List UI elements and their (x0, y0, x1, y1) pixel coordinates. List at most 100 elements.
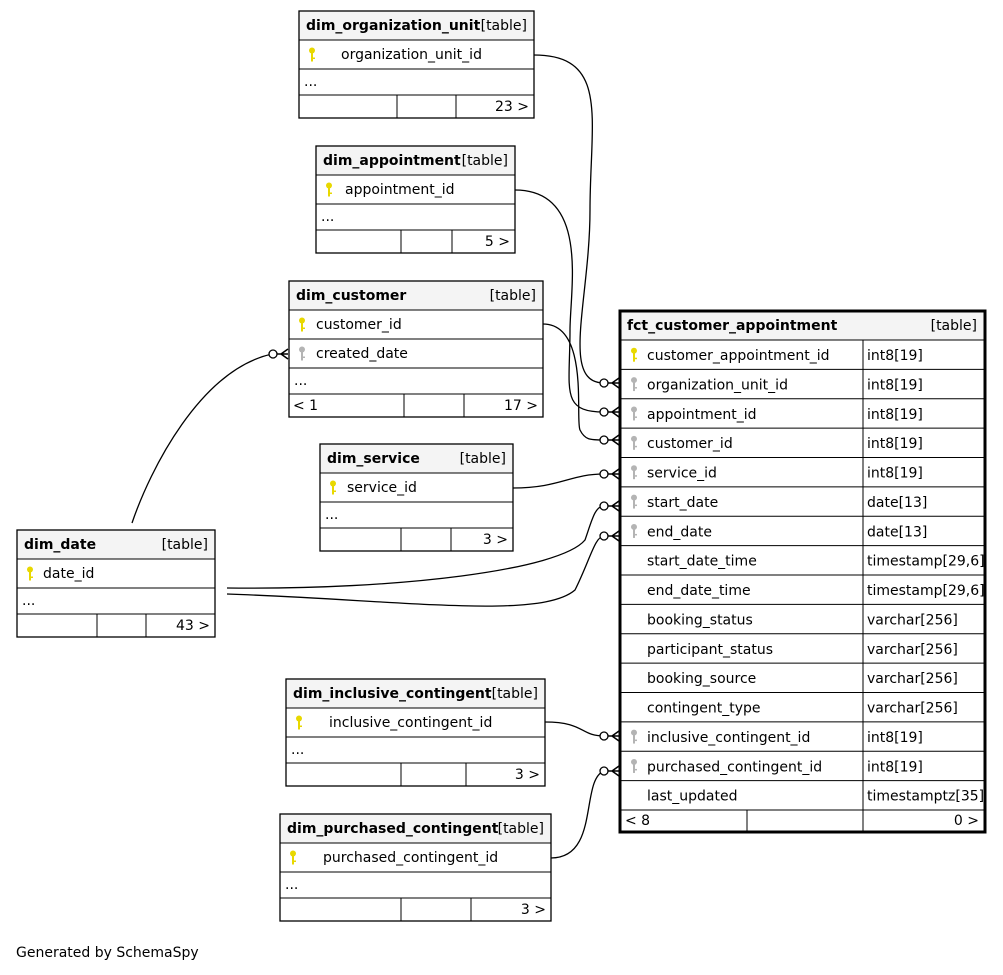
table-name: dim_purchased_contingent (287, 821, 499, 837)
many-optional-marker (599, 765, 620, 777)
more-columns-ellipsis: ... (325, 507, 338, 523)
column-name: organization_unit_id (647, 377, 788, 393)
more-columns-ellipsis: ... (294, 373, 307, 389)
column-name: purchased_contingent_id (647, 759, 822, 775)
more-columns-ellipsis: ... (304, 74, 317, 90)
column-type: varchar[256] (867, 701, 958, 717)
table-dim-purchased-contingent[interactable]: dim_purchased_contingent[table]purchased… (279, 813, 552, 922)
edge-inclusive-contingent (544, 721, 605, 737)
column-type: int8[19] (867, 377, 923, 393)
column-name: date_id (43, 566, 94, 582)
column-name: customer_id (316, 317, 402, 333)
tables-layer: dim_organization_unit[table]organization… (16, 10, 987, 922)
foreign-key-icon (631, 406, 637, 421)
table-dim-service[interactable]: dim_service[table]service_id...3 > (319, 443, 514, 552)
column-name: inclusive_contingent_id (329, 715, 492, 731)
children-count: 3 > (515, 767, 540, 783)
parents-count: < 8 (625, 813, 650, 829)
column-name: last_updated (647, 789, 737, 805)
foreign-key-icon (631, 758, 637, 773)
many-optional-marker (599, 434, 620, 446)
column-name: organization_unit_id (341, 47, 482, 63)
edge-date-end (226, 535, 605, 607)
table-name: dim_appointment (323, 153, 461, 169)
column-type: varchar[256] (867, 642, 958, 658)
primary-key-icon (299, 317, 305, 332)
edge-appointment (514, 189, 605, 413)
edge-service (512, 473, 605, 489)
column-type: int8[19] (867, 436, 923, 452)
primary-key-icon (290, 850, 296, 865)
table-name: dim_customer (296, 288, 406, 304)
table-kind-label: [table] (460, 451, 506, 467)
table-kind-label: [table] (931, 318, 977, 334)
primary-key-icon (326, 182, 332, 197)
many-optional-marker (599, 730, 620, 742)
primary-key-icon (309, 47, 315, 62)
column-name: contingent_type (647, 701, 761, 717)
children-count: 3 > (521, 902, 546, 918)
column-name: purchased_contingent_id (323, 850, 498, 866)
column-name: end_date (647, 524, 712, 540)
table-dim-customer[interactable]: dim_customer [table] customer_id created_da… (288, 280, 544, 418)
table-name: dim_service (327, 451, 420, 467)
more-columns-ellipsis: ... (291, 742, 304, 758)
column-name: start_date_time (647, 554, 757, 570)
column-type: int8[19] (867, 407, 923, 423)
table-dim-organization-unit[interactable]: dim_organization_unit[table] organization… (298, 10, 535, 119)
table-kind-label: [table] (462, 153, 508, 169)
column-name: appointment_id (345, 182, 455, 198)
column-name: service_id (347, 480, 417, 496)
more-columns-ellipsis: ... (321, 209, 334, 225)
foreign-key-icon (631, 494, 637, 509)
edge-purchased-contingent (550, 770, 605, 859)
table-kind-label: [table] (162, 537, 208, 553)
relationship-edges (131, 54, 620, 859)
column-type: timestamp[29,6] (867, 554, 985, 570)
table-name: dim_organization_unit (306, 18, 481, 34)
column-name: end_date_time (647, 583, 751, 599)
foreign-key-icon (631, 729, 637, 744)
column-type: int8[19] (867, 348, 923, 364)
column-name: created_date (316, 346, 408, 362)
children-count: 0 > (954, 813, 979, 829)
column-type: int8[19] (867, 466, 923, 482)
column-type: varchar[256] (867, 612, 958, 628)
column-name: inclusive_contingent_id (647, 730, 810, 746)
children-count: 17 > (504, 398, 538, 414)
table-kind-label: [table] (498, 821, 544, 837)
many-optional-marker (599, 468, 620, 480)
table-dim-date[interactable]: dim_date[table]date_id...43 > (16, 529, 216, 638)
column-type: date[13] (867, 495, 927, 511)
table-fct-customer-appointment[interactable]: fct_customer_appointment [table] customer_… (618, 309, 987, 834)
primary-key-icon (296, 715, 302, 730)
column-name: booking_source (647, 671, 756, 687)
children-count: 23 > (495, 99, 529, 115)
many-optional-marker (599, 406, 620, 418)
edge-customer (542, 323, 605, 441)
table-dim-inclusive-contingent[interactable]: dim_inclusive_contingent[table]inclusive… (285, 678, 546, 787)
many-optional-marker (599, 530, 620, 542)
children-count: 5 > (485, 234, 510, 250)
column-type: varchar[256] (867, 671, 958, 687)
column-name: participant_status (647, 642, 773, 658)
table-dim-appointment[interactable]: dim_appointment[table] appointment_id... 5… (315, 145, 516, 254)
parents-count: < 1 (293, 398, 318, 414)
more-columns-ellipsis: ... (285, 877, 298, 893)
table-name: dim_inclusive_contingent (293, 686, 492, 702)
column-type: int8[19] (867, 730, 923, 746)
column-name: customer_appointment_id (647, 348, 830, 364)
table-name: fct_customer_appointment (627, 318, 838, 334)
foreign-key-icon (299, 346, 305, 361)
edge-organization-unit (533, 54, 605, 384)
foreign-key-icon (631, 523, 637, 538)
many-optional-marker (599, 500, 620, 512)
table-kind-label: [table] (492, 686, 538, 702)
column-name: customer_id (647, 436, 733, 452)
column-type: timestamptz[35] (867, 789, 984, 805)
table-kind-label: [table] (490, 288, 536, 304)
column-type: timestamp[29,6] (867, 583, 985, 599)
edge-date-start (226, 505, 605, 589)
table-kind-label: [table] (481, 18, 527, 34)
